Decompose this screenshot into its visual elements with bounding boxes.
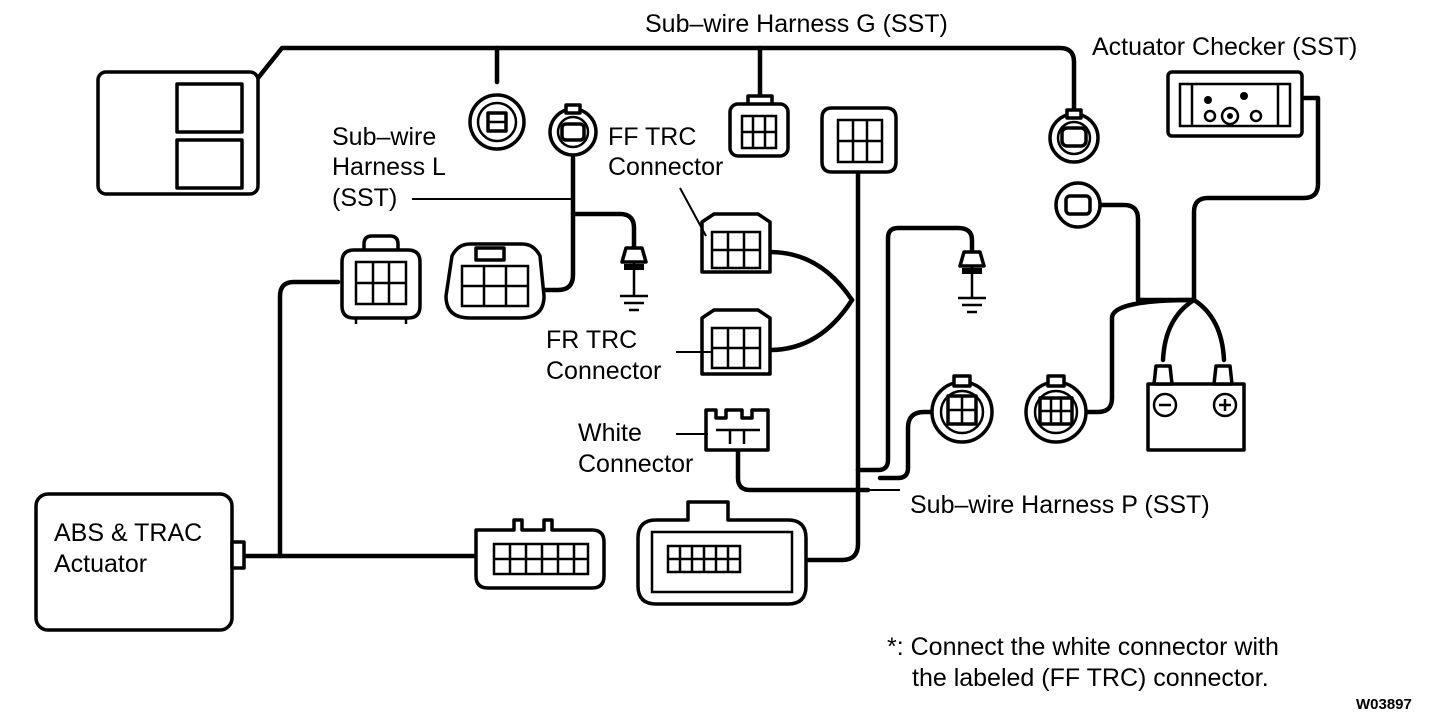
ff-trc-label-line1: FF TRC — [608, 123, 697, 151]
harness-l-label-line2: Harness L — [332, 153, 446, 181]
battery-negative-icon — [1152, 392, 1178, 418]
harness-l-label-line3: (SST) — [332, 184, 398, 212]
actuator-checker-label: Actuator Checker (SST) — [1092, 33, 1358, 61]
harness-g-round-connector — [468, 93, 526, 151]
actuator-side-connector — [340, 234, 422, 324]
wires — [242, 45, 1321, 563]
fr-trc-label-line1: FR TRC — [546, 326, 638, 354]
harness-g-drop — [802, 165, 861, 563]
ff-trc-connector — [700, 212, 772, 274]
harness-g-label: Sub–wire Harness G (SST) — [645, 10, 948, 38]
checker-wire — [1191, 95, 1321, 303]
harness-l-wire — [541, 155, 576, 293]
ff-trc-label-line2: Connector — [608, 153, 724, 181]
harness-g-bus — [255, 45, 1077, 115]
ground-icon — [958, 250, 986, 314]
white-connector-label-line2: Connector — [578, 450, 694, 478]
ground-icon — [620, 246, 648, 312]
abs-actuator-label-line2: Actuator — [54, 550, 148, 578]
harness-l-mating-connector — [444, 242, 546, 320]
abs-actuator-label-line1: ABS & TRAC — [54, 519, 203, 547]
harness-g-6pin-connector — [728, 94, 790, 158]
harness-l-round-connector — [548, 103, 598, 157]
battery-positive-icon — [1212, 392, 1238, 418]
harness-p-round-connector-right — [1024, 374, 1088, 444]
fr-trc-label-line2: Connector — [546, 357, 662, 385]
fr-trc-wire — [767, 297, 855, 353]
footnote-line2: the labeled (FF TRC) connector. — [912, 664, 1269, 692]
battery — [1146, 364, 1246, 452]
ff-trc-wire — [767, 249, 855, 303]
checker-round-connector — [1048, 108, 1100, 164]
label-leaders — [412, 187, 900, 491]
harness-p-wire — [735, 447, 871, 493]
actuator-12pin-connector — [474, 518, 606, 590]
harness-p-label: Sub–wire Harness P (SST) — [910, 491, 1210, 519]
harness-g-bottom-connector — [636, 500, 808, 606]
checker-small-connector — [1054, 181, 1102, 229]
abs-trac-actuator-box — [34, 492, 246, 632]
ecu-block — [96, 70, 260, 196]
harness-g-large-connector — [820, 106, 898, 174]
white-connector — [704, 408, 770, 452]
white-connector-label-line1: White — [578, 419, 642, 447]
actuator-checker-box — [1166, 70, 1304, 138]
fr-trc-connector — [700, 308, 772, 376]
footnote-line1: *: Connect the white connector with — [887, 633, 1279, 661]
harness-p-round-connector-left — [930, 374, 994, 444]
figure-code: W03897 — [1356, 696, 1412, 713]
harness-l-label-line1: Sub–wire — [332, 123, 437, 151]
